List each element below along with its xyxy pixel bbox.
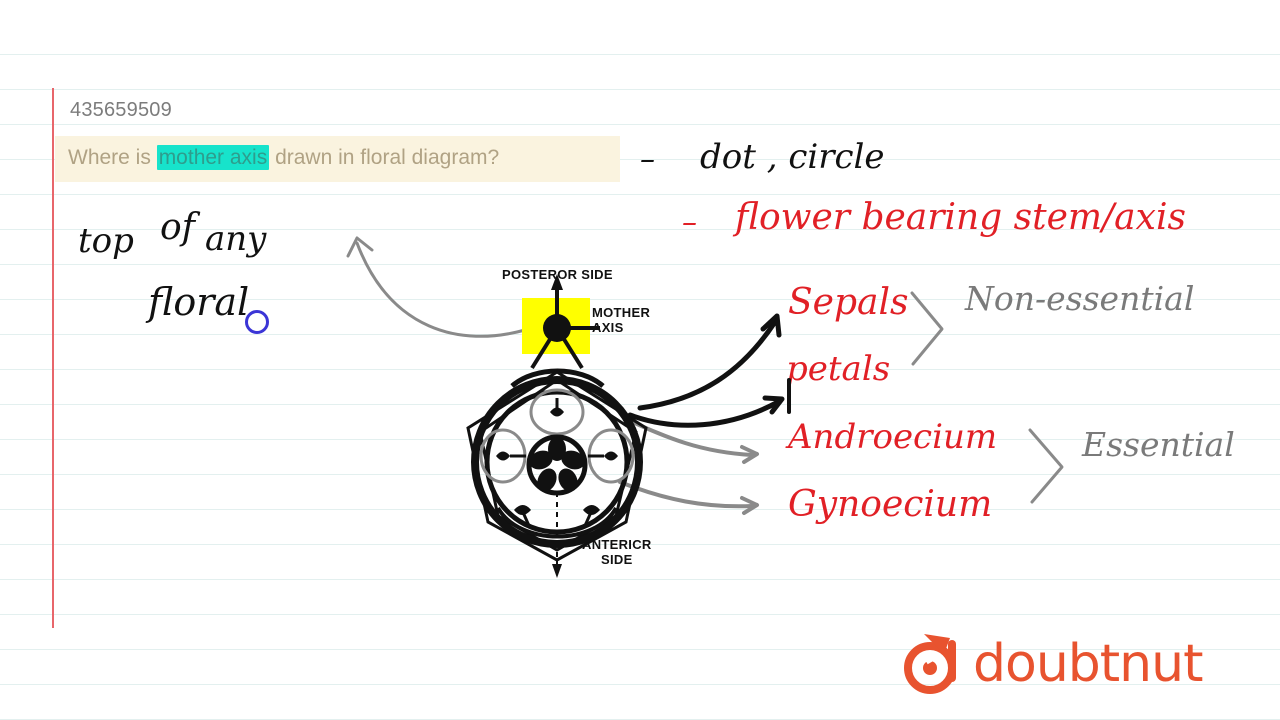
filament-lower-left <box>520 509 532 529</box>
question-text: Where is mother axis drawn in floral dia… <box>68 145 500 170</box>
question-prefix: Where is <box>68 146 157 169</box>
diagram-label-anterior: ANTERICR SIDE <box>582 537 652 568</box>
bullet-dash-1: – <box>640 142 655 177</box>
bracteole-lower <box>496 506 618 539</box>
ovary-center <box>553 461 561 469</box>
ovary-locules <box>529 437 585 492</box>
handwriting-any: any <box>205 219 267 259</box>
question-highlight-bar <box>55 136 620 182</box>
note-androecium: Androecium <box>788 417 998 457</box>
mother-axis-line1: MOTHER <box>592 305 651 320</box>
anterior-line1: ANTERICR <box>582 537 652 552</box>
floral-diagram-svg <box>466 274 648 578</box>
anther-right <box>604 451 618 461</box>
mother-axis-dot <box>543 314 571 342</box>
filament-lower-right <box>582 509 594 529</box>
note-gynoecium: Gynoecium <box>788 484 993 525</box>
question-suffix: drawn in floral diagram? <box>269 146 500 169</box>
anterior-line2: SIDE <box>601 551 633 567</box>
handwriting-of: of <box>160 207 195 248</box>
floral-diagram: POSTEROR SIDE MOTHER AXIS ANTERICR SIDE <box>440 260 690 580</box>
diagram-label-mother-axis: MOTHER AXIS <box>592 305 651 336</box>
doubtnut-wordmark: doubtnut <box>973 634 1203 694</box>
bullet-dash-2: – <box>682 205 697 240</box>
note-flower-bearing-stem: flower bearing stem/axis <box>735 197 1186 238</box>
note-petals: petals <box>786 349 891 389</box>
mother-axis-line2: AXIS <box>592 319 624 335</box>
handwriting-top: top <box>78 221 134 261</box>
doubtnut-logo: doubtnut <box>900 632 1203 699</box>
note-sepals: Sepals <box>788 282 909 323</box>
question-id: 435659509 <box>70 99 172 121</box>
cursor-marker <box>245 310 269 334</box>
axis-up-arrowhead <box>551 274 563 290</box>
anther-left <box>496 451 510 461</box>
group-non-essential: Non-essential <box>965 279 1195 318</box>
group-essential: Essential <box>1082 425 1235 464</box>
question-highlighted-term: mother axis <box>156 145 270 170</box>
note-dot-circle: dot , circle <box>700 137 885 177</box>
doubtnut-mark-icon <box>904 634 956 694</box>
margin-rule-line <box>52 88 54 628</box>
diagram-label-posterior: POSTEROR SIDE <box>502 267 613 282</box>
anterior-arrowhead <box>552 564 562 578</box>
handwriting-floral: floral <box>148 280 250 324</box>
stamen-ring-top <box>529 388 585 436</box>
